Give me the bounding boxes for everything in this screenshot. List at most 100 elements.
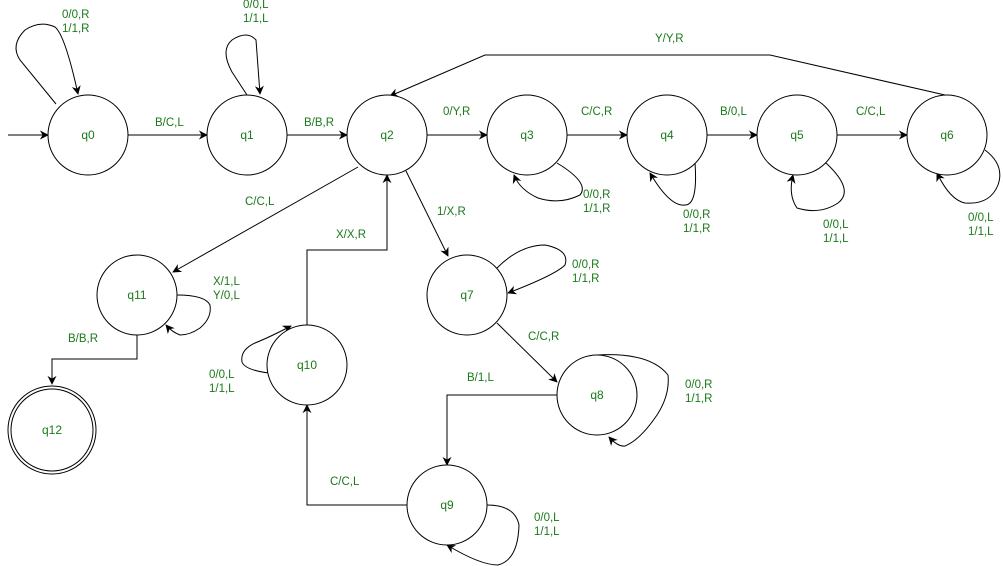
transition-rule: X/1,L (213, 276, 240, 288)
transition-label: C/C,R (581, 106, 612, 118)
transition-label: B/0,L (720, 106, 747, 118)
transition-rule: B/0,L (720, 106, 747, 118)
transition-rule: 0/0,R (583, 189, 611, 201)
state-label: q0 (81, 128, 95, 142)
transition-rule: 0/0,L (823, 219, 849, 231)
transition-rule: B/B,R (304, 117, 334, 129)
transition-rule: 1/1,R (683, 223, 711, 235)
transition-rule: B/C,L (155, 117, 184, 129)
transition-rule: 1/1,L (243, 13, 269, 25)
transition-q8-to-q9 (442, 394, 557, 466)
transition-label: 0/0,L 1/1,L (209, 369, 235, 395)
transition-q6-to-q2 (389, 54, 946, 97)
state-circle (96, 254, 178, 336)
transition-q9-to-q10 (302, 404, 407, 506)
self-loop-q4 (649, 162, 696, 206)
self-loop-q10 (241, 325, 292, 374)
transition-rule: Y/Y,R (655, 33, 684, 45)
transition-rule: 0/0,L (534, 512, 560, 524)
state-q10: q10 (266, 324, 348, 406)
transition-label: 0/0,L 1/1,L (823, 219, 849, 245)
transition-q2-to-q7 (405, 170, 449, 257)
transition-rule: 0/0,R (683, 209, 711, 221)
state-circle (556, 354, 638, 436)
transition-rule: 1/1,L (209, 383, 235, 395)
state-circle (10, 388, 94, 472)
state-circle (906, 94, 988, 176)
transition-rule: 1/1,L (534, 526, 560, 538)
transition-label: 0/0,R 1/1,R (683, 209, 711, 235)
self-loop-q5 (786, 162, 845, 212)
transition-rule: 0/0,R (685, 379, 713, 391)
self-loop-q3 (512, 162, 583, 202)
state-q1: q1 (206, 94, 288, 176)
transition-label: B/C,L (155, 117, 184, 129)
state-circle (756, 94, 838, 176)
state-q4: q4 (626, 94, 708, 176)
state-q7: q7 (426, 254, 508, 336)
state-q5: q5 (756, 94, 838, 176)
state-circle (626, 94, 708, 176)
transition-label: 0/0,L 1/1,L (243, 0, 269, 25)
transition-label: C/C,L (245, 196, 275, 208)
self-loop-q1 (225, 34, 264, 96)
self-loop-q9 (446, 504, 520, 566)
transition-rule: 1/1,L (823, 233, 849, 245)
transition-label: B/B,R (304, 117, 334, 129)
state-q8: q8 (556, 354, 638, 436)
state-circle (47, 94, 129, 176)
state-label: q2 (380, 128, 394, 142)
transition-rule: 0/0,L (209, 369, 235, 381)
transition-label: 0/0,L 1/1,L (534, 512, 560, 538)
transition-label: C/C,R (528, 331, 559, 343)
transition-q10-to-q2 (306, 174, 392, 325)
state-label: q3 (520, 128, 534, 142)
transition-rule: 0/0,L (243, 0, 269, 11)
transition-label: C/C,L (856, 106, 886, 118)
transition-label: B/B,R (68, 333, 98, 345)
self-loop-q7 (496, 244, 567, 295)
transition-q2-to-q11 (172, 166, 359, 273)
transition-rule: B/B,R (68, 333, 98, 345)
state-label: q12 (42, 423, 62, 437)
state-label: q8 (590, 388, 604, 402)
state-circle (426, 254, 508, 336)
transition-label: 0/0,R 1/1,R (583, 189, 611, 215)
transition-rule: 1/X,R (437, 206, 466, 218)
transition-rule: 1/1,L (968, 226, 994, 238)
state-label: q5 (790, 128, 804, 142)
transition-label: 1/X,R (437, 206, 466, 218)
transition-rule: 1/1,R (685, 393, 713, 405)
transition-label: B/1,L (467, 372, 494, 384)
transition-label: 0/0,R 1/1,R (685, 379, 713, 405)
state-label: q9 (440, 498, 454, 512)
state-q9: q9 (406, 464, 488, 546)
transition-label: X/1,L Y/0,L (213, 276, 240, 302)
self-loop-q11 (165, 294, 211, 336)
transition-rule: Y/0,L (213, 290, 240, 302)
state-q12: q12 (7, 385, 97, 475)
transition-rule: 1/1,R (572, 273, 600, 285)
state-label: q11 (127, 288, 146, 302)
self-loop-q8 (596, 354, 669, 447)
transition-label: X/X,R (336, 229, 366, 241)
state-q11: q11 (96, 254, 178, 336)
transition-label: C/C,L (330, 476, 360, 488)
self-loop-q6 (936, 149, 1001, 204)
state-circle (346, 94, 428, 176)
transition-q7-to-q8 (496, 322, 558, 383)
state-q0: q0 (47, 94, 129, 176)
state-label: q6 (940, 128, 954, 142)
transition-rule: 0/Y,R (443, 106, 470, 118)
state-q2: q2 (346, 94, 428, 176)
state-circle (266, 324, 348, 406)
transition-rule: 1/1,R (583, 203, 611, 215)
transition-rule: X/X,R (336, 229, 366, 241)
self-loop-q0 (15, 23, 81, 105)
state-q3: q3 (486, 94, 568, 176)
state-label: q10 (297, 358, 317, 372)
transition-label: Y/Y,R (655, 33, 684, 45)
